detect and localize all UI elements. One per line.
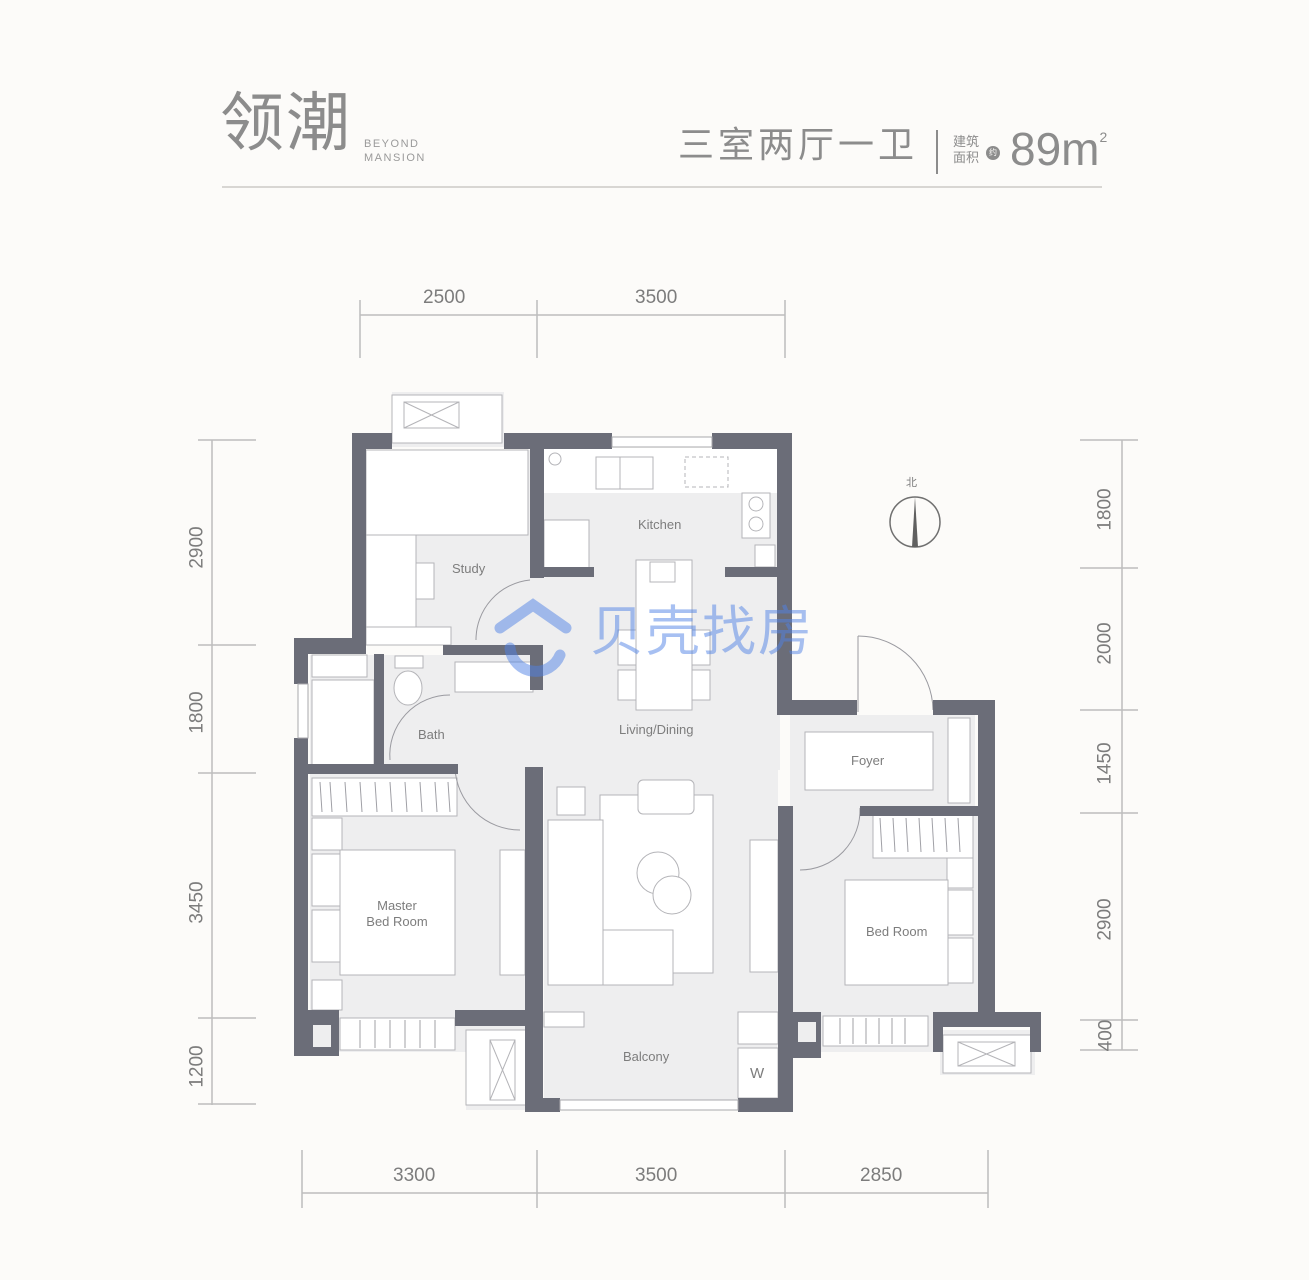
dim-top-1: 2500	[423, 287, 466, 308]
dim-bottom-1: 3300	[393, 1165, 436, 1186]
room-label-living-dining: Living/Dining	[619, 722, 694, 737]
room-label-study: Study	[452, 561, 486, 576]
dimension-lines	[198, 300, 1138, 1208]
dim-top-2: 3500	[635, 287, 678, 308]
master-label-line-2: Bed Room	[366, 914, 428, 929]
dim-right-4: 2900	[1094, 898, 1116, 941]
subtitle-line-2: MANSION	[364, 152, 426, 164]
header-divider	[936, 130, 938, 174]
compass-north-label: 北	[906, 476, 917, 489]
project-title: 领潮	[220, 87, 352, 161]
dim-left-1: 2900	[186, 526, 208, 569]
room-label-bedroom: Bed Room	[866, 924, 928, 939]
area-number: 89m	[1010, 123, 1100, 175]
master-label-line-1: Master	[377, 898, 417, 913]
dim-right-1: 1800	[1094, 488, 1116, 531]
washer-label: W	[750, 1065, 765, 1082]
wall-voids	[313, 1022, 816, 1047]
dim-left-4: 1200	[186, 1045, 208, 1088]
area-value: 89m2	[1010, 126, 1107, 172]
area-label: 建筑 面积	[953, 135, 983, 167]
room-label-master-bedroom: Master Bed Room	[358, 898, 436, 930]
watermark-text: 贝壳找房	[590, 600, 814, 663]
approx-badge: 约	[986, 146, 1000, 160]
watermark-logo-icon	[494, 598, 572, 677]
area-label-line-2: 面积	[953, 151, 980, 166]
dim-left-2: 1800	[186, 691, 208, 734]
wardrobe-lines	[319, 781, 961, 1048]
project-subtitle: BEYOND MANSION	[364, 137, 426, 165]
windows	[297, 436, 739, 1111]
area-label-line-1: 建筑	[953, 135, 980, 150]
layout-type: 三室两厅一卫	[678, 125, 919, 166]
furniture	[311, 394, 1032, 1106]
dim-bottom-2: 3500	[635, 1165, 678, 1186]
area-unit-sup: 2	[1099, 129, 1108, 145]
subtitle-line-1: BEYOND	[364, 138, 420, 150]
dim-right-3: 1450	[1094, 742, 1116, 785]
dim-right-2: 2000	[1094, 622, 1116, 665]
dim-bottom-3: 2850	[860, 1165, 903, 1186]
room-label-balcony: Balcony	[623, 1049, 670, 1064]
header-rule	[222, 186, 1102, 188]
dim-left-3: 3450	[186, 881, 208, 924]
door-swings	[389, 579, 934, 871]
room-label-foyer: Foyer	[851, 753, 885, 768]
room-label-bath: Bath	[418, 727, 445, 742]
room-label-kitchen: Kitchen	[638, 517, 682, 532]
compass-icon	[889, 496, 941, 548]
walls	[294, 433, 1041, 1112]
dim-right-5: 400	[1095, 1019, 1117, 1052]
